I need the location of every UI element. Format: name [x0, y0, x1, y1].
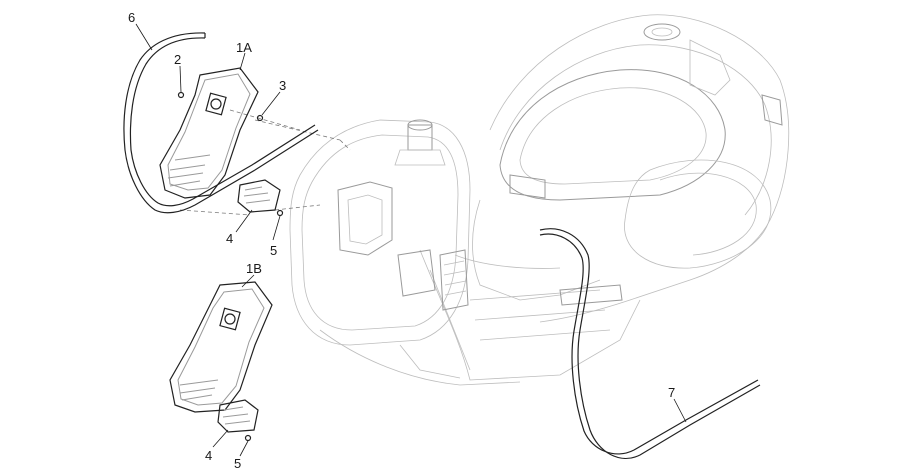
part-5-screw-upper: [276, 209, 284, 217]
callout-4-lower: 4: [205, 448, 212, 463]
part-2-screw: [177, 91, 185, 99]
part-4-bracket-upper: [237, 179, 281, 213]
part-7-edge-trim: [539, 228, 761, 460]
callout-labels: 6 2 1A 3 4 5 1B 4 5 7: [128, 10, 675, 471]
part-3-clip: [256, 114, 264, 122]
part-4-bracket-lower: [217, 399, 259, 433]
callout-3: 3: [279, 78, 286, 93]
callout-6: 6: [128, 10, 135, 25]
part-1a-front-cover: [159, 67, 259, 199]
part-1b-front-cover: [169, 281, 273, 413]
callout-2: 2: [174, 52, 181, 67]
leader-lines: [135, 23, 687, 457]
callout-1b: 1B: [246, 261, 262, 276]
callout-5-lower: 5: [234, 456, 241, 471]
fasteners: [177, 91, 284, 442]
callout-7: 7: [668, 385, 675, 400]
assembly-guide-lines: [179, 109, 351, 216]
scooter-body-outline: [289, 14, 790, 386]
callout-4-upper: 4: [226, 231, 233, 246]
callout-5-upper: 5: [270, 243, 277, 258]
part-6-edge-trim: [123, 32, 319, 214]
part-5-screw-lower: [244, 434, 252, 442]
callout-1a: 1A: [236, 40, 252, 55]
